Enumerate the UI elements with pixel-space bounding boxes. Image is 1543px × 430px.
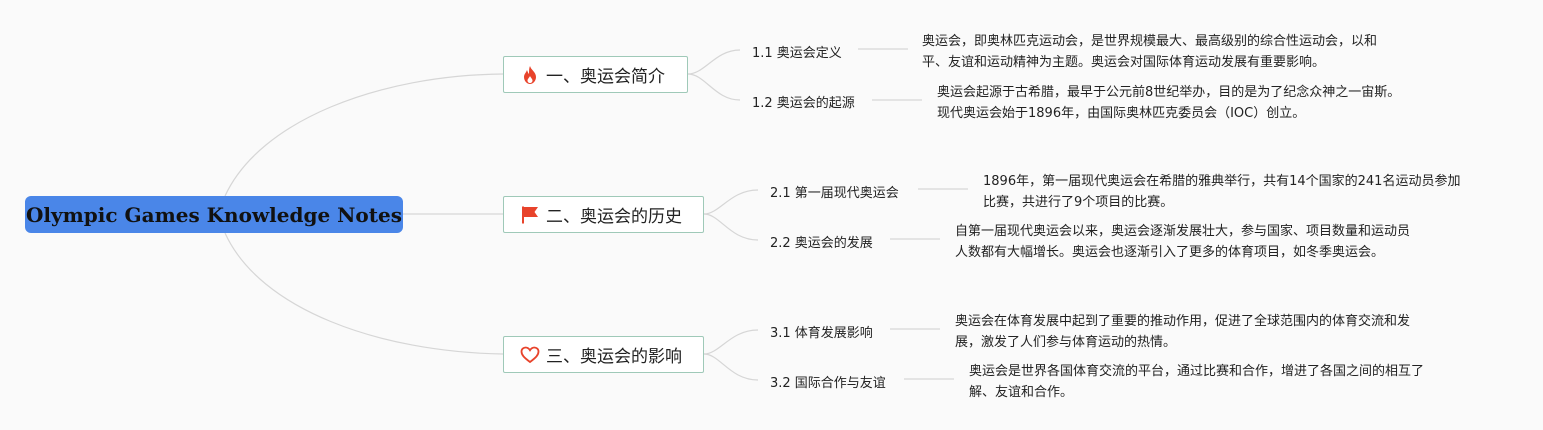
connector-b3-s1 bbox=[703, 329, 759, 355]
detail-2-2: 自第一届现代奥运会以来，奥运会逐渐发展壮大，参与国家、项目数量和运动员 人数都有… bbox=[955, 224, 1411, 260]
root-topic[interactable]: Olympic Games Knowledge Notes bbox=[25, 196, 403, 233]
detail-3-1: 奥运会在体育发展中起到了重要的推动作用，促进了全球范围内的体育交流和发 展，激发… bbox=[955, 314, 1411, 350]
detail-2-1: 1896年，第一届现代奥运会在希腊的雅典举行，共有14个国家的241名运动员参加… bbox=[983, 174, 1461, 210]
connector-b1-s2 bbox=[687, 73, 741, 101]
connector-b3-s2 bbox=[703, 353, 759, 381]
branch-label: 三、奥运会的影响 bbox=[546, 347, 682, 367]
connector-root-branch-3 bbox=[224, 232, 504, 355]
detail-3-2: 奥运会是世界各国体育交流的平台，通过比赛和合作，增进了各国之间的相互了 解、友谊… bbox=[969, 364, 1425, 400]
flag-icon bbox=[520, 205, 540, 225]
connector-b2-s1 bbox=[703, 189, 759, 215]
heart-icon bbox=[520, 345, 540, 365]
branch-label: 二、奥运会的历史 bbox=[546, 207, 682, 227]
branch-label: 一、奥运会简介 bbox=[546, 67, 665, 87]
detail-1-2: 奥运会起源于古希腊，最早于公元前8世纪举办，目的是为了纪念众神之一宙斯。 现代奥… bbox=[937, 85, 1401, 121]
branch-topic-history[interactable]: 二、奥运会的历史 bbox=[503, 196, 704, 233]
detail-1-1: 奥运会，即奥林匹克运动会，是世界规模最大、最高级别的综合性运动会，以和 平、友谊… bbox=[922, 34, 1378, 70]
fire-icon bbox=[520, 65, 540, 85]
connector-b1-s1 bbox=[687, 49, 741, 75]
subtopic-2-1[interactable]: 2.1 第一届现代奥运会 bbox=[770, 186, 899, 201]
connector-root-branch-1 bbox=[224, 73, 504, 197]
connector-b2-s2 bbox=[703, 213, 759, 241]
subtopic-1-2[interactable]: 1.2 奥运会的起源 bbox=[752, 96, 855, 111]
root-topic-label: Olympic Games Knowledge Notes bbox=[26, 202, 402, 227]
subtopic-3-1[interactable]: 3.1 体育发展影响 bbox=[770, 326, 873, 341]
subtopic-2-2[interactable]: 2.2 奥运会的发展 bbox=[770, 236, 873, 251]
subtopic-1-1[interactable]: 1.1 奥运会定义 bbox=[752, 46, 842, 61]
subtopic-3-2[interactable]: 3.2 国际合作与友谊 bbox=[770, 376, 886, 391]
branch-topic-intro[interactable]: 一、奥运会简介 bbox=[503, 56, 688, 93]
branch-topic-impact[interactable]: 三、奥运会的影响 bbox=[503, 336, 704, 373]
